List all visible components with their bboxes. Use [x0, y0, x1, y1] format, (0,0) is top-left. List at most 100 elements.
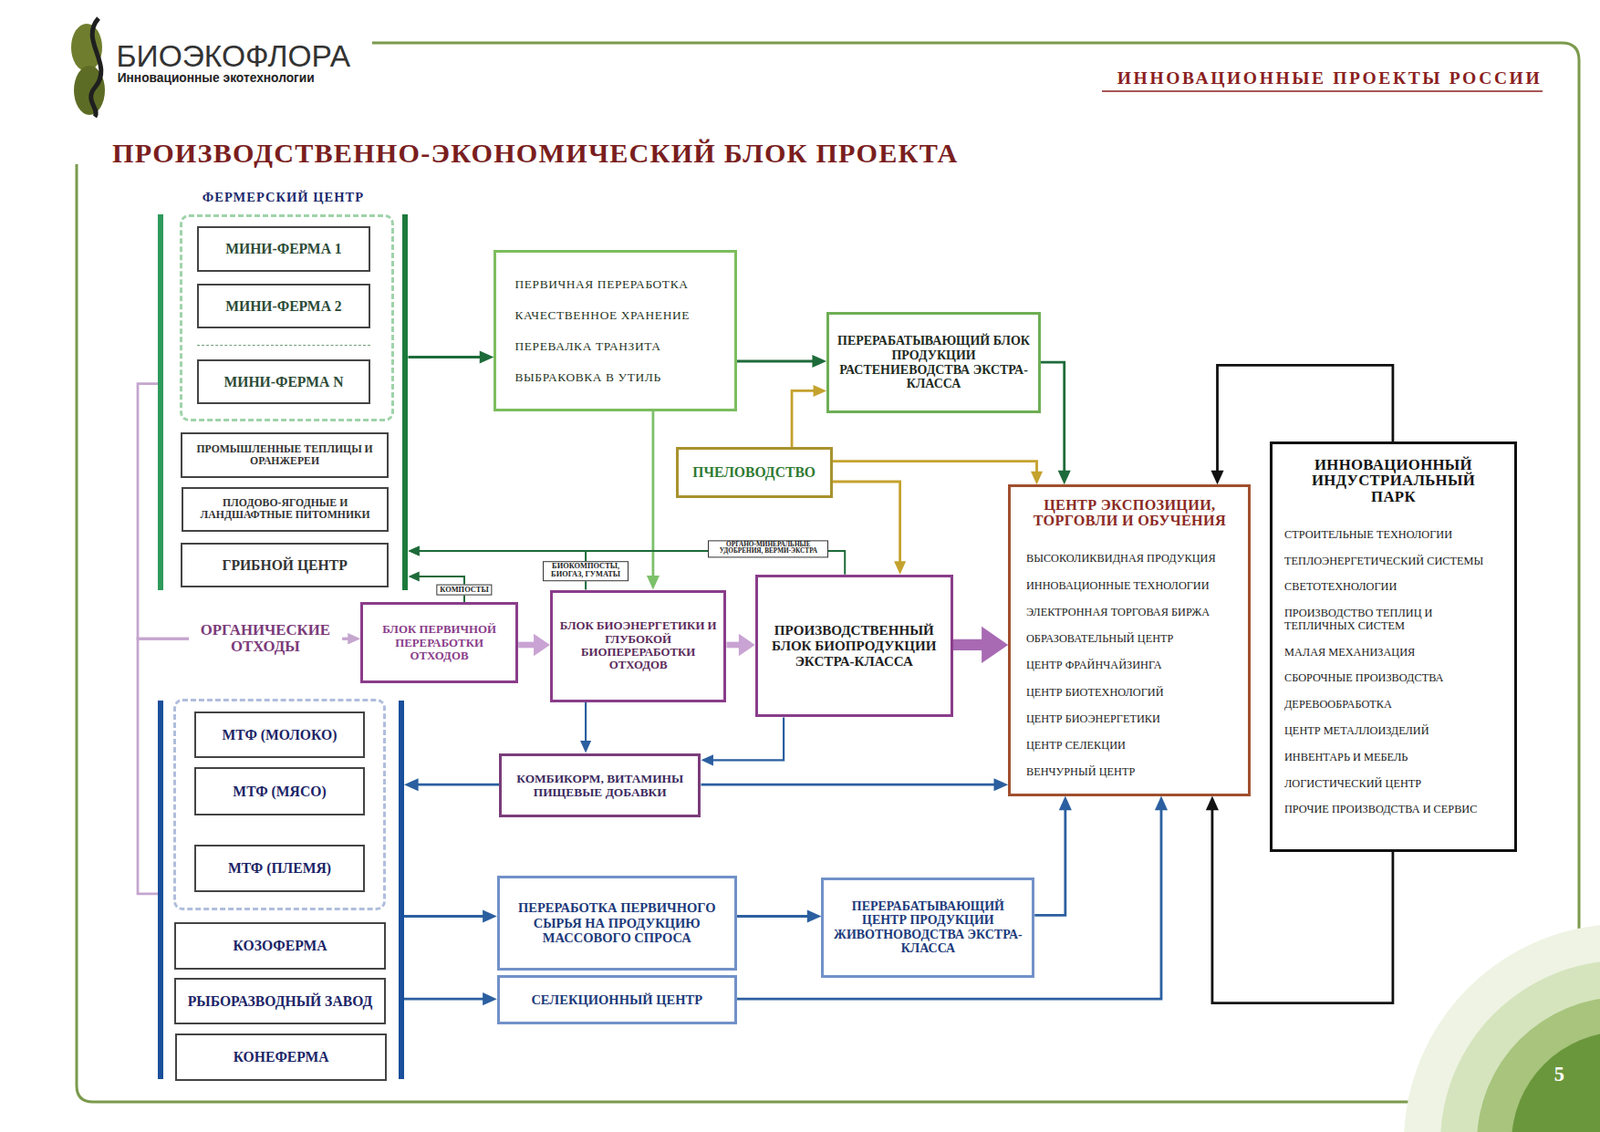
box-content: МТФ (МЯСО) [199, 783, 360, 800]
box-content: ПЕРЕРАБАТЫВАЮЩИЙ ЦЕНТР ПРОДУКЦИИ ЖИВОТНО… [828, 899, 1029, 957]
box-content: СЕЛЕКЦИОННЫЙ ЦЕНТР [503, 992, 730, 1008]
arrow-head [646, 575, 660, 591]
box-text: ЦЕНТР БИОТЕХНОЛОГИЙ [1026, 686, 1164, 700]
process-box: РЫБОРАЗВОДНЫЙ ЗАВОД [174, 977, 386, 1025]
box-heading: ЦЕНТР ЭКСПОЗИЦИИ, ТОРГОВЛИ И ОБУЧЕНИЯ [1026, 498, 1234, 530]
box-text: ПЛОДОВО-ЯГОДНЫЕ И ЛАНДШАФТНЫЕ ПИТОМНИКИ [187, 497, 384, 521]
box-text: МИНИ-ФЕРМА 1 [225, 240, 343, 258]
arrow-head [1210, 470, 1224, 486]
logo-leaf [71, 23, 103, 72]
edge-label: ОРГАНО-МИНЕРАЛЬНЫЕ УДОБРЕНИЯ, ВЕРМИ-ЭКСТ… [707, 540, 829, 558]
box-text: ПРОЧИЕ ПРОИЗВОДСТВА И СЕРВИС [1284, 803, 1477, 817]
process-box: БЛОК БИОЭНЕРГЕТИКИ И ГЛУБОКОЙ БИОПЕРЕРАБ… [550, 590, 728, 703]
box-text: ДЕРЕВООБРАБОТКА [1284, 698, 1393, 712]
box-text: СЕЛЕКЦИОННЫЙ ЦЕНТР [530, 992, 703, 1008]
box-content: МИНИ-ФЕРМА N [202, 374, 364, 391]
box-content: МИНИ-ФЕРМА 2 [202, 298, 364, 315]
box-text: МИНИ-ФЕРМА 2 [225, 298, 343, 315]
box-text: МТФ (ПЛЕМЯ) [228, 860, 332, 877]
arrow-head [479, 350, 495, 364]
arrow-head [738, 633, 756, 657]
arrow-head [407, 571, 419, 582]
box-text: ПЕРЕРАБАТЫВАЮЩИЙ БЛОК ПРОДУКЦИИ РАСТЕНИЕ… [833, 333, 1035, 392]
box-text: ПЕРЕРАБАТЫВАЮЩИЙ ЦЕНТР ПРОДУКЦИИ ЖИВОТНО… [828, 899, 1029, 957]
connector [407, 350, 494, 364]
box-text: ПРОМЫШЛЕННЫЕ ТЕПЛИЦЫ И ОРАНЖЕРЕИ [186, 443, 383, 468]
box-content: МТФ (МОЛОКО) [199, 727, 360, 744]
connector [832, 481, 906, 575]
connector [791, 384, 827, 447]
connector [1034, 796, 1072, 916]
arrow-head [404, 778, 419, 791]
arrow-head [813, 384, 828, 397]
box-content: ПРОИЗВОДСТВЕННЫЙ БЛОК БИОПРОДУКЦИИ ЭКСТР… [761, 623, 946, 670]
process-box: КОМБИКОРМ, ВИТАМИНЫ ПИЩЕВЫЕ ДОБАВКИ [498, 753, 701, 818]
box-text: МИНИ-ФЕРМА N [223, 374, 343, 391]
box-text: ЦЕНТР ФРАЙНЧАЙЗИНГА [1026, 659, 1163, 673]
connector [737, 909, 822, 923]
process-box: ПЕРЕРАБАТЫВАЮЩИЙ ЦЕНТР ПРОДУКЦИИ ЖИВОТНО… [820, 877, 1035, 978]
box-content: ИННОВАЦИОННЫЙ ИНДУСТРИАЛЬНЫЙ ПАРКСТРОИТЕ… [1284, 457, 1503, 817]
box-text: ЭЛЕКТРОННАЯ ТОРГОВАЯ БИРЖА [1026, 606, 1210, 620]
connector [737, 796, 1168, 1000]
box-text: ВЫСОКОЛИКВИДНАЯ ПРОДУКЦИЯ [1026, 552, 1216, 566]
box-text: КОМБИКОРМ, ВИТАМИНЫ ПИЩЕВЫЕ ДОБАВКИ [505, 771, 695, 800]
box-content: ПЧЕЛОВОДСТВО [682, 464, 826, 481]
connector [580, 702, 592, 754]
box-content: КОМБИКОРМ, ВИТАМИНЫ ПИЩЕВЫЕ ДОБАВКИ [505, 771, 695, 800]
box-text: ПРОИЗВОДСТВО ТЕПЛИЦ И ТЕПЛИЧНЫХ СИСТЕМ [1284, 607, 1503, 634]
arrow-head [347, 633, 360, 645]
box-text: МТФ (МОЛОКО) [222, 727, 338, 744]
box-text: ПЕРВИЧНАЯ ПЕРЕРАБОТКА [515, 277, 689, 291]
box-content: КОЗОФЕРМА [180, 937, 381, 955]
group-heading: ФЕРМЕРСКИЙ ЦЕНТР [135, 190, 430, 205]
connector [726, 633, 755, 657]
box-text: ВЫБРАКОВКА В УТИЛЬ [515, 370, 662, 385]
frame-line [76, 164, 1569, 1102]
connector [700, 778, 1008, 791]
process-box: ПЕРЕРАБАТЫВАЮЩИЙ БЛОК ПРОДУКЦИИ РАСТЕНИЕ… [826, 311, 1041, 414]
arrow-head [347, 633, 360, 645]
box-content: МИНИ-ФЕРМА 1 [202, 240, 364, 258]
connector [404, 778, 499, 791]
corner-arc [1440, 960, 1600, 1132]
process-box: ПЧЕЛОВОДСТВО [675, 446, 833, 499]
box-content: ПЕРВИЧНАЯ ПЕРЕРАБОТКАКАЧЕСТВЕННОЕ ХРАНЕН… [515, 277, 717, 385]
connector [953, 626, 1008, 664]
connector-line [700, 783, 997, 787]
box-text: БЛОК ПЕРВИЧНОЙ ПЕРЕРАБОТКИ ОТХОДОВ [366, 623, 511, 663]
box-content: ПРОМЫШЛЕННЫЕ ТЕПЛИЦЫ И ОРАНЖЕРЕИ [186, 443, 383, 468]
process-box: КОЗОФЕРМА [174, 922, 386, 969]
arrow-head [407, 546, 419, 557]
box-text: РЫБОРАЗВОДНЫЙ ЗАВОД [187, 993, 374, 1010]
page-number: 5 [1554, 1064, 1565, 1085]
connector-line [407, 355, 482, 359]
process-box: ГРИБНОЙ ЦЕНТР [180, 542, 389, 588]
box-content: МТФ (ПЛЕМЯ) [199, 860, 360, 877]
connector-line [584, 702, 587, 744]
box-text: МТФ (МЯСО) [232, 783, 326, 800]
process-box: ПРОИЗВОДСТВЕННЫЙ БЛОК БИОПРОДУКЦИИ ЭКСТР… [755, 574, 954, 718]
box-text: ИНВЕНТАРЬ И МЕБЕЛЬ [1284, 751, 1408, 765]
process-box: МТФ (ПЛЕМЯ) [194, 844, 366, 892]
box-text: ТЕПЛОЭНЕРГЕТИЧЕСКИЙ СИСТЕМЫ [1284, 555, 1484, 569]
frame-line [372, 42, 1580, 967]
connector-line [1034, 807, 1066, 915]
connector-line [737, 914, 811, 918]
arrow-head [893, 561, 906, 575]
connector-line [652, 411, 655, 579]
connector [700, 716, 784, 766]
arrow-head [994, 778, 1009, 791]
box-text: ЦЕНТР БИОЭНЕРГЕТИКИ [1026, 713, 1161, 727]
box-text: ЦЕНТР МЕТАЛЛОИЗДЕЛИЙ [1284, 725, 1430, 738]
box-text: ПЧЕЛОВОДСТВО [692, 464, 816, 481]
process-box: СЕЛЕКЦИОННЫЙ ЦЕНТР [497, 975, 738, 1025]
connector [646, 411, 660, 591]
logo-stem [91, 18, 102, 117]
arrow-head [1205, 796, 1219, 811]
edge-label: КОМПОСТЫ [436, 583, 492, 596]
arrow-head [1154, 796, 1168, 811]
logo-text: БИОЭКОФЛОРА [116, 41, 352, 73]
connector-line [791, 390, 816, 447]
